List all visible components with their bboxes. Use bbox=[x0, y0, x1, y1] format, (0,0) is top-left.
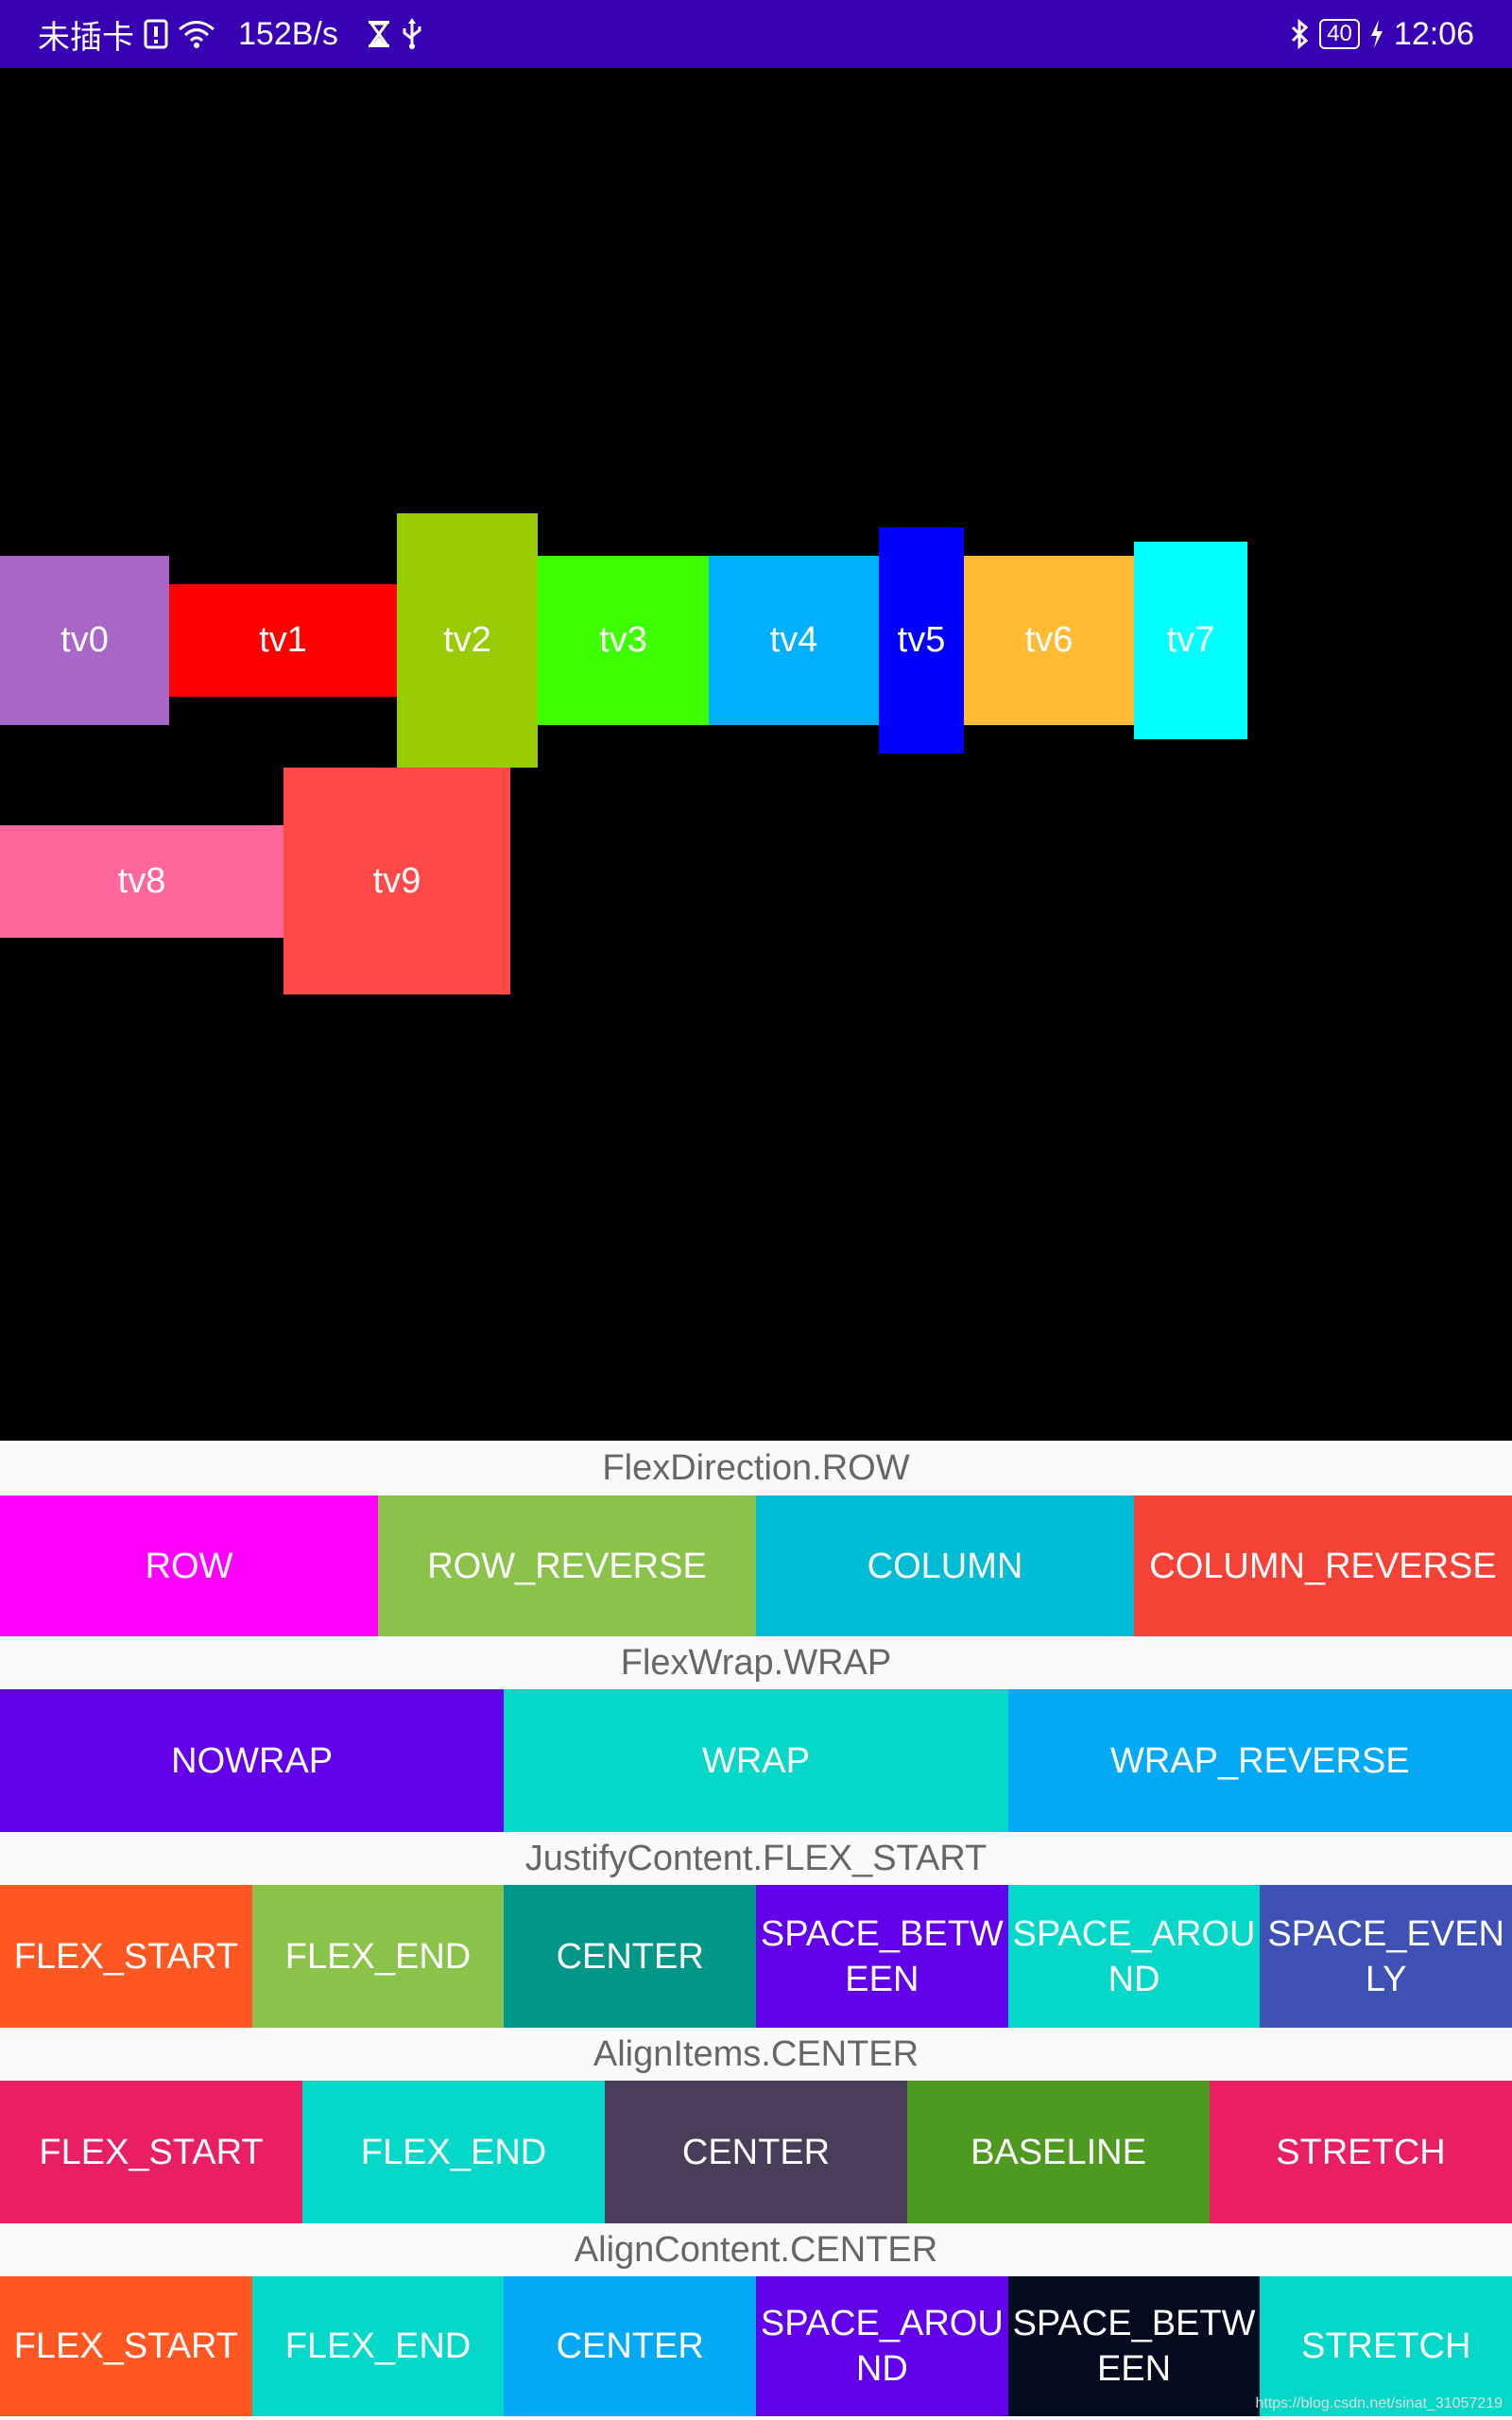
status-bar: 未插卡 152B/s 40 12:06 bbox=[0, 0, 1512, 68]
justify-flex-end-button[interactable]: FLEX_END bbox=[251, 1885, 505, 2028]
status-bar-left: 未插卡 152B/s bbox=[38, 0, 423, 68]
flex-item-tv0: tv0 bbox=[0, 556, 169, 725]
align-items-label: AlignItems.CENTER bbox=[593, 2034, 919, 2074]
flex-item-tv7: tv7 bbox=[1134, 542, 1247, 739]
align-items-buttons: FLEX_START FLEX_END CENTER BASELINE STRE… bbox=[0, 2081, 1512, 2223]
justify-flex-start-button[interactable]: FLEX_START bbox=[0, 1885, 252, 2028]
carrier-text: 未插卡 bbox=[38, 19, 134, 56]
flex-item-label: tv1 bbox=[259, 620, 307, 660]
align-content-buttons: FLEX_START FLEX_END CENTER SPACE_AROUND … bbox=[0, 2276, 1512, 2416]
flex-direction-buttons: ROW ROW_REVERSE COLUMN COLUMN_REVERSE bbox=[0, 1495, 1512, 1636]
charging-icon bbox=[1369, 20, 1384, 48]
flex-wrap-buttons: NOWRAP WRAP WRAP_REVERSE bbox=[0, 1689, 1512, 1832]
flexbox-layout: tv0 tv1 tv2 tv3 tv4 tv5 tv6 tv7 tv8 tv9 bbox=[0, 68, 1512, 1441]
flex-item-label: tv4 bbox=[769, 620, 818, 660]
align-content-space-around-button[interactable]: SPACE_AROUND bbox=[756, 2276, 1008, 2416]
flex-direction-column-button[interactable]: COLUMN bbox=[756, 1495, 1134, 1636]
align-content-label: AlignContent.CENTER bbox=[574, 2230, 938, 2270]
sim-alert-icon bbox=[144, 19, 168, 49]
flex-item-label: tv6 bbox=[1024, 620, 1074, 660]
flex-item-label: tv2 bbox=[443, 620, 491, 660]
align-items-stretch-button[interactable]: STRETCH bbox=[1210, 2081, 1512, 2223]
align-content-flex-start-button[interactable]: FLEX_START bbox=[0, 2276, 252, 2416]
flex-item-label: tv8 bbox=[117, 861, 166, 901]
flex-item-tv4: tv4 bbox=[709, 556, 879, 725]
justify-space-between-button[interactable]: SPACE_BETWEEN bbox=[756, 1885, 1008, 2028]
align-items-flex-start-button[interactable]: FLEX_START bbox=[0, 2081, 302, 2223]
align-items-center-button[interactable]: CENTER bbox=[605, 2081, 907, 2223]
align-content-stretch-button[interactable]: STRETCH bbox=[1260, 2276, 1512, 2416]
bluetooth-icon bbox=[1289, 19, 1310, 49]
wifi-icon bbox=[178, 19, 215, 49]
flex-direction-label: FlexDirection.ROW bbox=[602, 1448, 910, 1488]
usb-icon bbox=[401, 18, 423, 50]
justify-center-button[interactable]: CENTER bbox=[504, 1885, 757, 2028]
net-speed-text: 152B/s bbox=[238, 15, 338, 52]
flex-item-label: tv3 bbox=[599, 620, 647, 660]
align-content-center-button[interactable]: CENTER bbox=[504, 2276, 757, 2416]
align-content-flex-end-button[interactable]: FLEX_END bbox=[251, 2276, 505, 2416]
flex-wrap-wrap-button[interactable]: WRAP bbox=[504, 1689, 1008, 1832]
justify-space-around-button[interactable]: SPACE_AROUND bbox=[1007, 1885, 1261, 2028]
flex-item-tv1: tv1 bbox=[169, 584, 397, 697]
clock-text: 12:06 bbox=[1393, 15, 1474, 52]
flex-item-tv5: tv5 bbox=[879, 527, 964, 753]
align-items-flex-end-button[interactable]: FLEX_END bbox=[302, 2081, 605, 2223]
flex-item-tv2: tv2 bbox=[397, 513, 538, 768]
align-items-baseline-button[interactable]: BASELINE bbox=[907, 2081, 1210, 2223]
flex-direction-row-button[interactable]: ROW bbox=[0, 1495, 378, 1636]
watermark-text: https://blog.csdn.net/sinat_31057219 bbox=[1255, 2395, 1503, 2411]
flex-wrap-label: FlexWrap.WRAP bbox=[620, 1643, 892, 1683]
justify-space-evenly-button[interactable]: SPACE_EVENLY bbox=[1260, 1885, 1512, 2028]
flex-wrap-wrap-reverse-button[interactable]: WRAP_REVERSE bbox=[1007, 1689, 1512, 1832]
flex-direction-row-reverse-button[interactable]: ROW_REVERSE bbox=[378, 1495, 756, 1636]
justify-content-label: JustifyContent.FLEX_START bbox=[524, 1839, 988, 1878]
flex-item-label: tv5 bbox=[897, 620, 946, 660]
flex-item-tv8: tv8 bbox=[0, 825, 284, 938]
hourglass-icon bbox=[367, 19, 391, 49]
flex-wrap-nowrap-button[interactable]: NOWRAP bbox=[0, 1689, 505, 1832]
flex-item-tv6: tv6 bbox=[964, 556, 1134, 725]
flex-item-label: tv9 bbox=[372, 860, 421, 901]
flex-item-label: tv0 bbox=[60, 620, 109, 660]
flex-item-tv3: tv3 bbox=[538, 556, 709, 725]
controls-panel: FlexDirection.ROW ROW ROW_REVERSE COLUMN… bbox=[0, 1441, 1512, 2420]
align-content-space-between-button[interactable]: SPACE_BETWEEN bbox=[1007, 2276, 1261, 2416]
flex-item-tv9: tv9 bbox=[284, 768, 510, 994]
justify-content-buttons: FLEX_START FLEX_END CENTER SPACE_BETWEEN… bbox=[0, 1885, 1512, 2028]
battery-icon: 40 bbox=[1319, 19, 1360, 49]
flex-item-label: tv7 bbox=[1166, 620, 1215, 660]
flex-direction-column-reverse-button[interactable]: COLUMN_REVERSE bbox=[1134, 1495, 1512, 1636]
status-bar-right: 40 12:06 bbox=[1289, 0, 1474, 68]
battery-level: 40 bbox=[1319, 19, 1360, 49]
